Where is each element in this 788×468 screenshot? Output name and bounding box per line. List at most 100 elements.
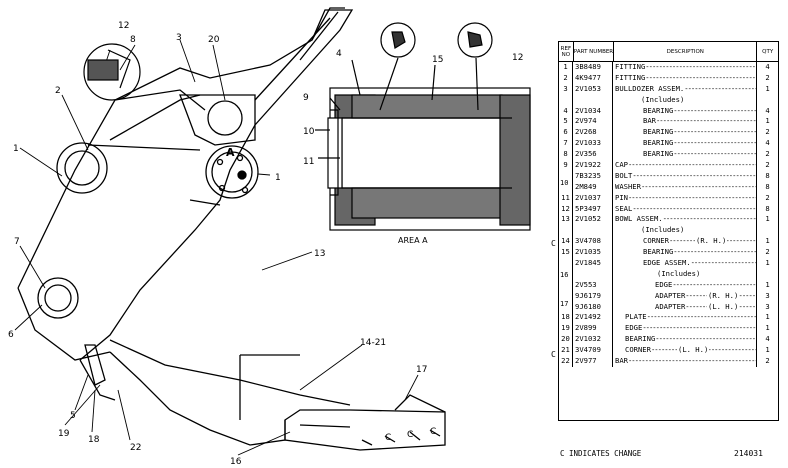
ref-cell: 11 [559,192,573,204]
part-number-cell: 2V974 [573,116,613,128]
description-cell: (Includes) [613,225,757,237]
qty-cell: 2 [765,247,770,257]
dot-leader: ----------------------------------------… [673,127,757,137]
view-letter-a: A [226,146,235,159]
change-legend: C INDICATES CHANGE [560,449,642,458]
part-number-cell: 3B8489 [573,62,613,73]
description-cell: BEARING---------------------------------… [613,334,757,346]
description-text: BULLDOZER ASSEM. [615,83,685,93]
description-cell: BAR-------------------------------------… [613,116,757,128]
part-number-cell [573,268,613,280]
callout-11: 11 [303,157,314,167]
dot-leader: ----------------------------------------… [645,72,757,82]
callout-12-right: 12 [512,53,523,63]
dot-leader: ----------------------------------------… [673,105,757,115]
description-text: BOWL ASSEM. [615,214,663,224]
description-cell: SEAL------------------------------------… [613,203,757,215]
table-row: 143V4708CORNER--------------------------… [559,236,778,248]
description-text: BAR [643,116,656,126]
description-cell: BULLDOZER ASSEM.------------------------… [613,83,757,95]
description-cell: FITTING---------------------------------… [613,72,757,84]
ref-cell: 13 [559,214,573,226]
dot-leader: ----------------------------------------… [690,258,757,268]
exploded-parts-drawing: 12 8 3 20 2 1 9 10 11 4 15 12 1 7 6 13 1… [8,7,531,467]
description-text: BEARING [643,138,674,148]
ref-cell: 9 [559,160,573,171]
dot-leader: ----------------------------------------… [627,192,756,202]
description-text: BEARING [625,334,656,344]
qty-cell: 1 [765,236,770,246]
qty-cell: 1 [765,214,770,224]
table-row: (Includes) [559,94,778,106]
merged-ref-17: 17 [560,300,569,308]
description-cell: (Includes) [613,268,757,280]
callout-8: 8 [130,35,136,45]
qty-cell: 1 [765,116,770,126]
hand-suffix: (L. H.) [707,301,740,313]
dot-leader: ----------------------------------------… [662,214,756,224]
description-text: (Includes) [641,225,685,235]
description-text: CORNER [643,236,669,246]
part-number-cell: 2V1034 [573,105,613,117]
ref-cell: 4 [559,105,573,117]
part-number-cell: 2V553 [573,279,613,291]
ref-cell: 12 [559,203,573,215]
qty-cell: 4 [765,62,770,71]
ref-cell: 5 [559,116,573,128]
description-cell: PLATE-----------------------------------… [613,312,757,324]
part-number-cell: 2V1053 [573,83,613,95]
description-cell: EDGE ASSEM.-----------------------------… [613,258,757,269]
part-number-cell: 3V4709 [573,345,613,357]
dot-leader: ----------------------------------------… [672,279,756,289]
part-number-cell: 2V1037 [573,192,613,204]
part-number-cell: 2V356 [573,149,613,161]
ref-cell: 6 [559,127,573,139]
description-text: ADAPTER [655,301,686,311]
description-text: FITTING [615,62,646,71]
callout-18: 18 [88,435,100,445]
ref-cell [559,225,573,237]
description-text: (Includes) [641,94,685,104]
part-number-cell: 9J6179 [573,290,613,302]
qty-cell: 2 [765,72,770,82]
table-row: 213V4709CORNER--------------------------… [559,345,778,357]
description-cell: FITTING---------------------------------… [613,62,757,73]
dot-leader: ----------------------------------------… [632,203,756,213]
ref-cell: 7 [559,138,573,150]
part-number-cell: 7B3235 [573,170,613,182]
ref-cell: 21 [559,345,573,357]
area-a-label: AREA A [398,236,428,245]
part-number-cell: 2V899 [573,323,613,335]
callout-15: 15 [432,55,443,65]
merged-ref-16: 16 [560,271,569,279]
ref-cell: 8 [559,149,573,161]
table-row: (Includes) [559,225,778,237]
qty-cell: 1 [765,258,770,268]
ref-cell [559,258,573,269]
callout-22: 22 [130,443,141,453]
qty-cell: 8 [765,170,770,180]
description-text: BEARING [643,105,674,115]
header-qty: QTY [762,48,774,55]
qty-cell: 8 [765,181,770,191]
ref-cell [559,279,573,291]
description-cell: BOLT------------------------------------… [613,170,757,182]
dot-leader: ----------------------------------------… [684,83,757,93]
table-row: 72V1033BEARING--------------------------… [559,138,778,150]
description-cell: BOWL ASSEM.-----------------------------… [613,214,757,226]
change-mark-21: C [551,350,556,359]
header-description: DESCRIPTION [614,42,758,61]
part-number-cell [573,94,613,106]
qty-cell: 2 [765,127,770,137]
qty-cell: 1 [765,83,770,93]
callout-19: 19 [58,429,70,439]
dot-leader: ----------------------------------------… [673,138,757,148]
